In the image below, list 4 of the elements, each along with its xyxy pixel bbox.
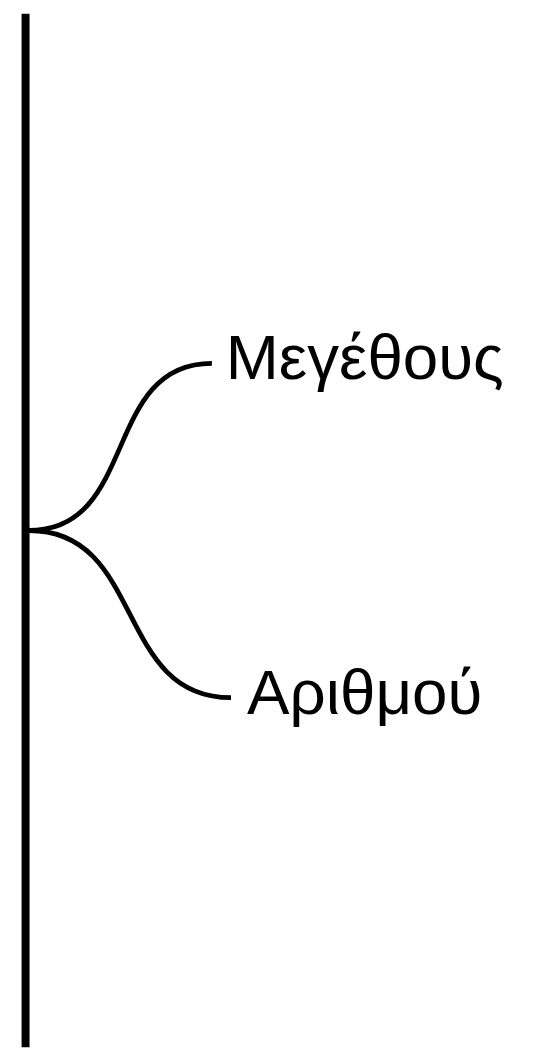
node-text: Μεγέθους — [225, 321, 504, 393]
node-bar — [21, 13, 30, 1048]
node-text: Αριθμού — [246, 655, 482, 727]
connector — [27, 528, 231, 701]
